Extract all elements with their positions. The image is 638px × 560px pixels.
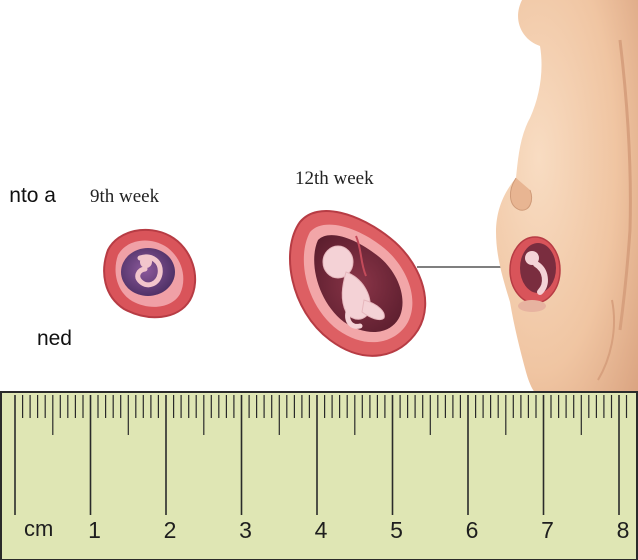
ruler-number: 2	[164, 517, 177, 543]
ruler-number: 7	[541, 517, 554, 543]
uterus-9-week	[104, 230, 195, 317]
ruler-unit-label: cm	[24, 516, 53, 541]
ruler-number: 8	[617, 517, 630, 543]
ruler-number: 5	[390, 517, 403, 543]
ruler-number: 4	[315, 517, 328, 543]
ruler: cm 1 2 3 4 5 6 7 8	[1, 392, 637, 560]
ruler-number: 3	[239, 517, 252, 543]
uterus-12-week	[290, 211, 425, 356]
ruler-number: 1	[88, 517, 101, 543]
ruler-number: 6	[466, 517, 479, 543]
pregnant-woman-figure	[496, 0, 638, 396]
